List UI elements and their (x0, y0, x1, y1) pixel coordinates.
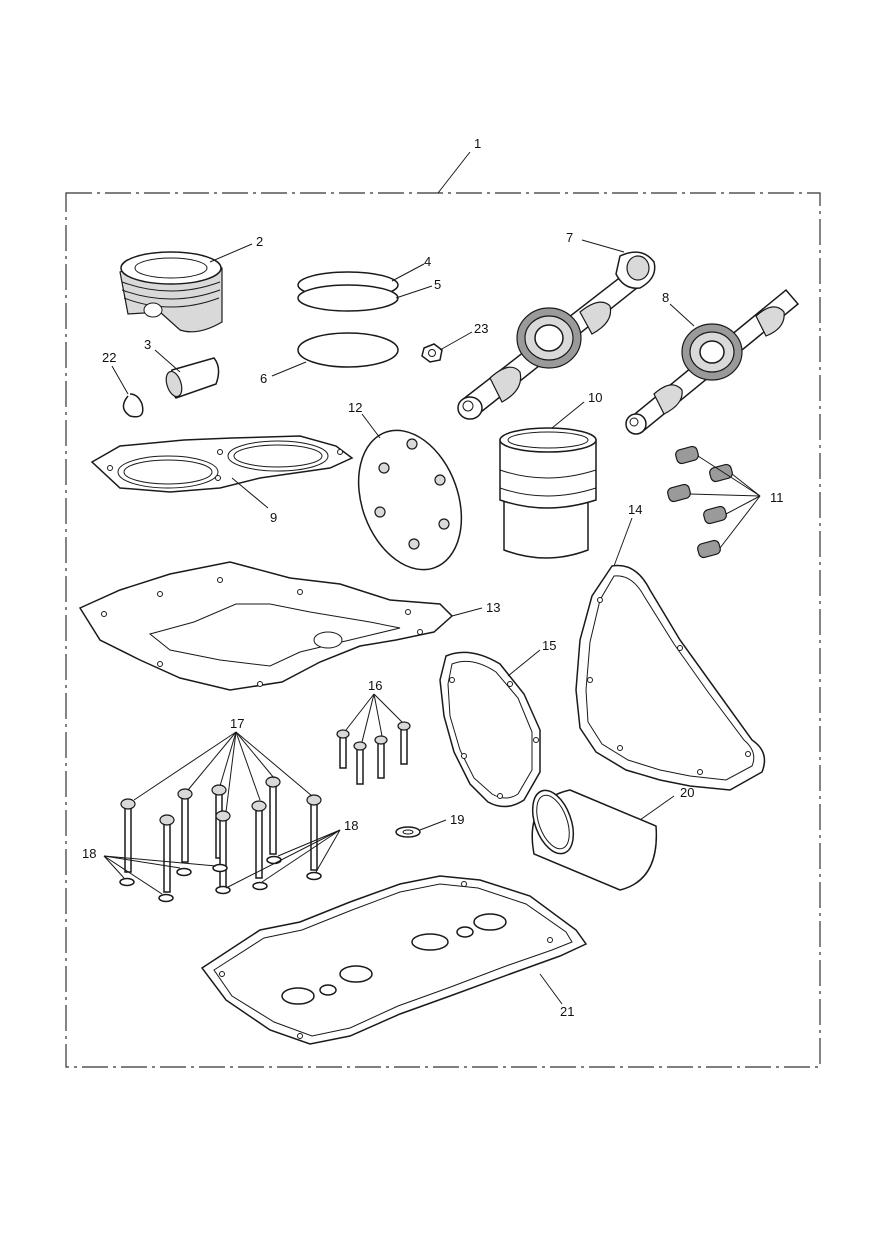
svg-text:3: 3 (144, 337, 151, 352)
callout-14[interactable]: 14 (613, 502, 642, 567)
svg-text:8: 8 (662, 290, 669, 305)
circlip[interactable] (122, 393, 144, 418)
svg-text:21: 21 (560, 1004, 574, 1019)
callout-20[interactable]: 20 (639, 785, 694, 821)
svg-text:7: 7 (566, 230, 573, 245)
callout-2[interactable]: 2 (209, 234, 263, 263)
svg-text:12: 12 (348, 400, 362, 415)
callout-18-right[interactable]: 18 (225, 818, 358, 889)
svg-text:4: 4 (424, 254, 431, 269)
callout-9[interactable]: 9 (231, 477, 277, 525)
svg-text:23: 23 (474, 321, 488, 336)
kit-boundary-frame (65, 192, 821, 1068)
callout-12[interactable]: 12 (348, 400, 381, 439)
camshaft-inlet[interactable] (457, 251, 656, 420)
callout-15[interactable]: 15 (507, 638, 556, 677)
callout-4[interactable]: 4 (391, 254, 431, 282)
oil-control-ring[interactable] (297, 332, 399, 368)
svg-text:18: 18 (82, 846, 96, 861)
svg-text:6: 6 (260, 371, 267, 386)
callout-1[interactable]: 1 (437, 136, 481, 194)
svg-text:18: 18 (344, 818, 358, 833)
timing-cover-gasket[interactable] (575, 564, 766, 791)
sump-gasket[interactable] (78, 561, 454, 691)
callout-3[interactable]: 3 (144, 337, 181, 373)
callout-18-left[interactable]: 18 (82, 846, 217, 895)
bolt-washers[interactable] (119, 855, 322, 903)
callout-16[interactable]: 16 (345, 678, 403, 743)
oil-filter[interactable] (525, 785, 658, 891)
valve-springs[interactable] (667, 445, 734, 559)
svg-text:10: 10 (588, 390, 602, 405)
nut[interactable] (421, 343, 443, 363)
piston-ring-second[interactable] (297, 284, 399, 312)
clutch-cover-gasket[interactable] (439, 651, 541, 808)
callout-23[interactable]: 23 (439, 321, 488, 351)
callout-17[interactable]: 17 (133, 716, 313, 813)
callout-13[interactable]: 13 (451, 600, 500, 617)
svg-text:2: 2 (256, 234, 263, 249)
cylinder-head-bolts[interactable] (120, 776, 322, 893)
svg-text:15: 15 (542, 638, 556, 653)
cam-cover-gasket[interactable] (200, 875, 588, 1045)
callout-21[interactable]: 21 (539, 973, 574, 1019)
svg-text:5: 5 (434, 277, 441, 292)
svg-text:17: 17 (230, 716, 244, 731)
sealing-washer[interactable] (395, 826, 421, 838)
svg-text:19: 19 (450, 812, 464, 827)
gudgeon-pin[interactable] (163, 357, 220, 399)
clutch-sleeve[interactable] (499, 427, 597, 559)
svg-text:13: 13 (486, 600, 500, 615)
cylinder-head-gasket[interactable] (90, 435, 354, 493)
camshaft-exhaust[interactable] (625, 288, 800, 435)
piston[interactable] (119, 251, 223, 333)
svg-text:22: 22 (102, 350, 116, 365)
callout-19[interactable]: 19 (419, 812, 464, 831)
svg-text:16: 16 (368, 678, 382, 693)
callout-8[interactable]: 8 (662, 290, 695, 327)
callout-5[interactable]: 5 (395, 277, 441, 299)
svg-text:14: 14 (628, 502, 642, 517)
callout-22[interactable]: 22 (102, 350, 129, 395)
callout-10[interactable]: 10 (551, 390, 602, 429)
svg-text:1: 1 (474, 136, 481, 151)
callout-6[interactable]: 6 (260, 361, 307, 386)
svg-text:11: 11 (770, 490, 784, 505)
callout-11[interactable]: 11 (689, 455, 784, 549)
short-bolts[interactable] (336, 721, 411, 785)
callout-7[interactable]: 7 (566, 230, 625, 253)
cover-plate[interactable] (340, 416, 479, 584)
svg-text:20: 20 (680, 785, 694, 800)
svg-text:9: 9 (270, 510, 277, 525)
